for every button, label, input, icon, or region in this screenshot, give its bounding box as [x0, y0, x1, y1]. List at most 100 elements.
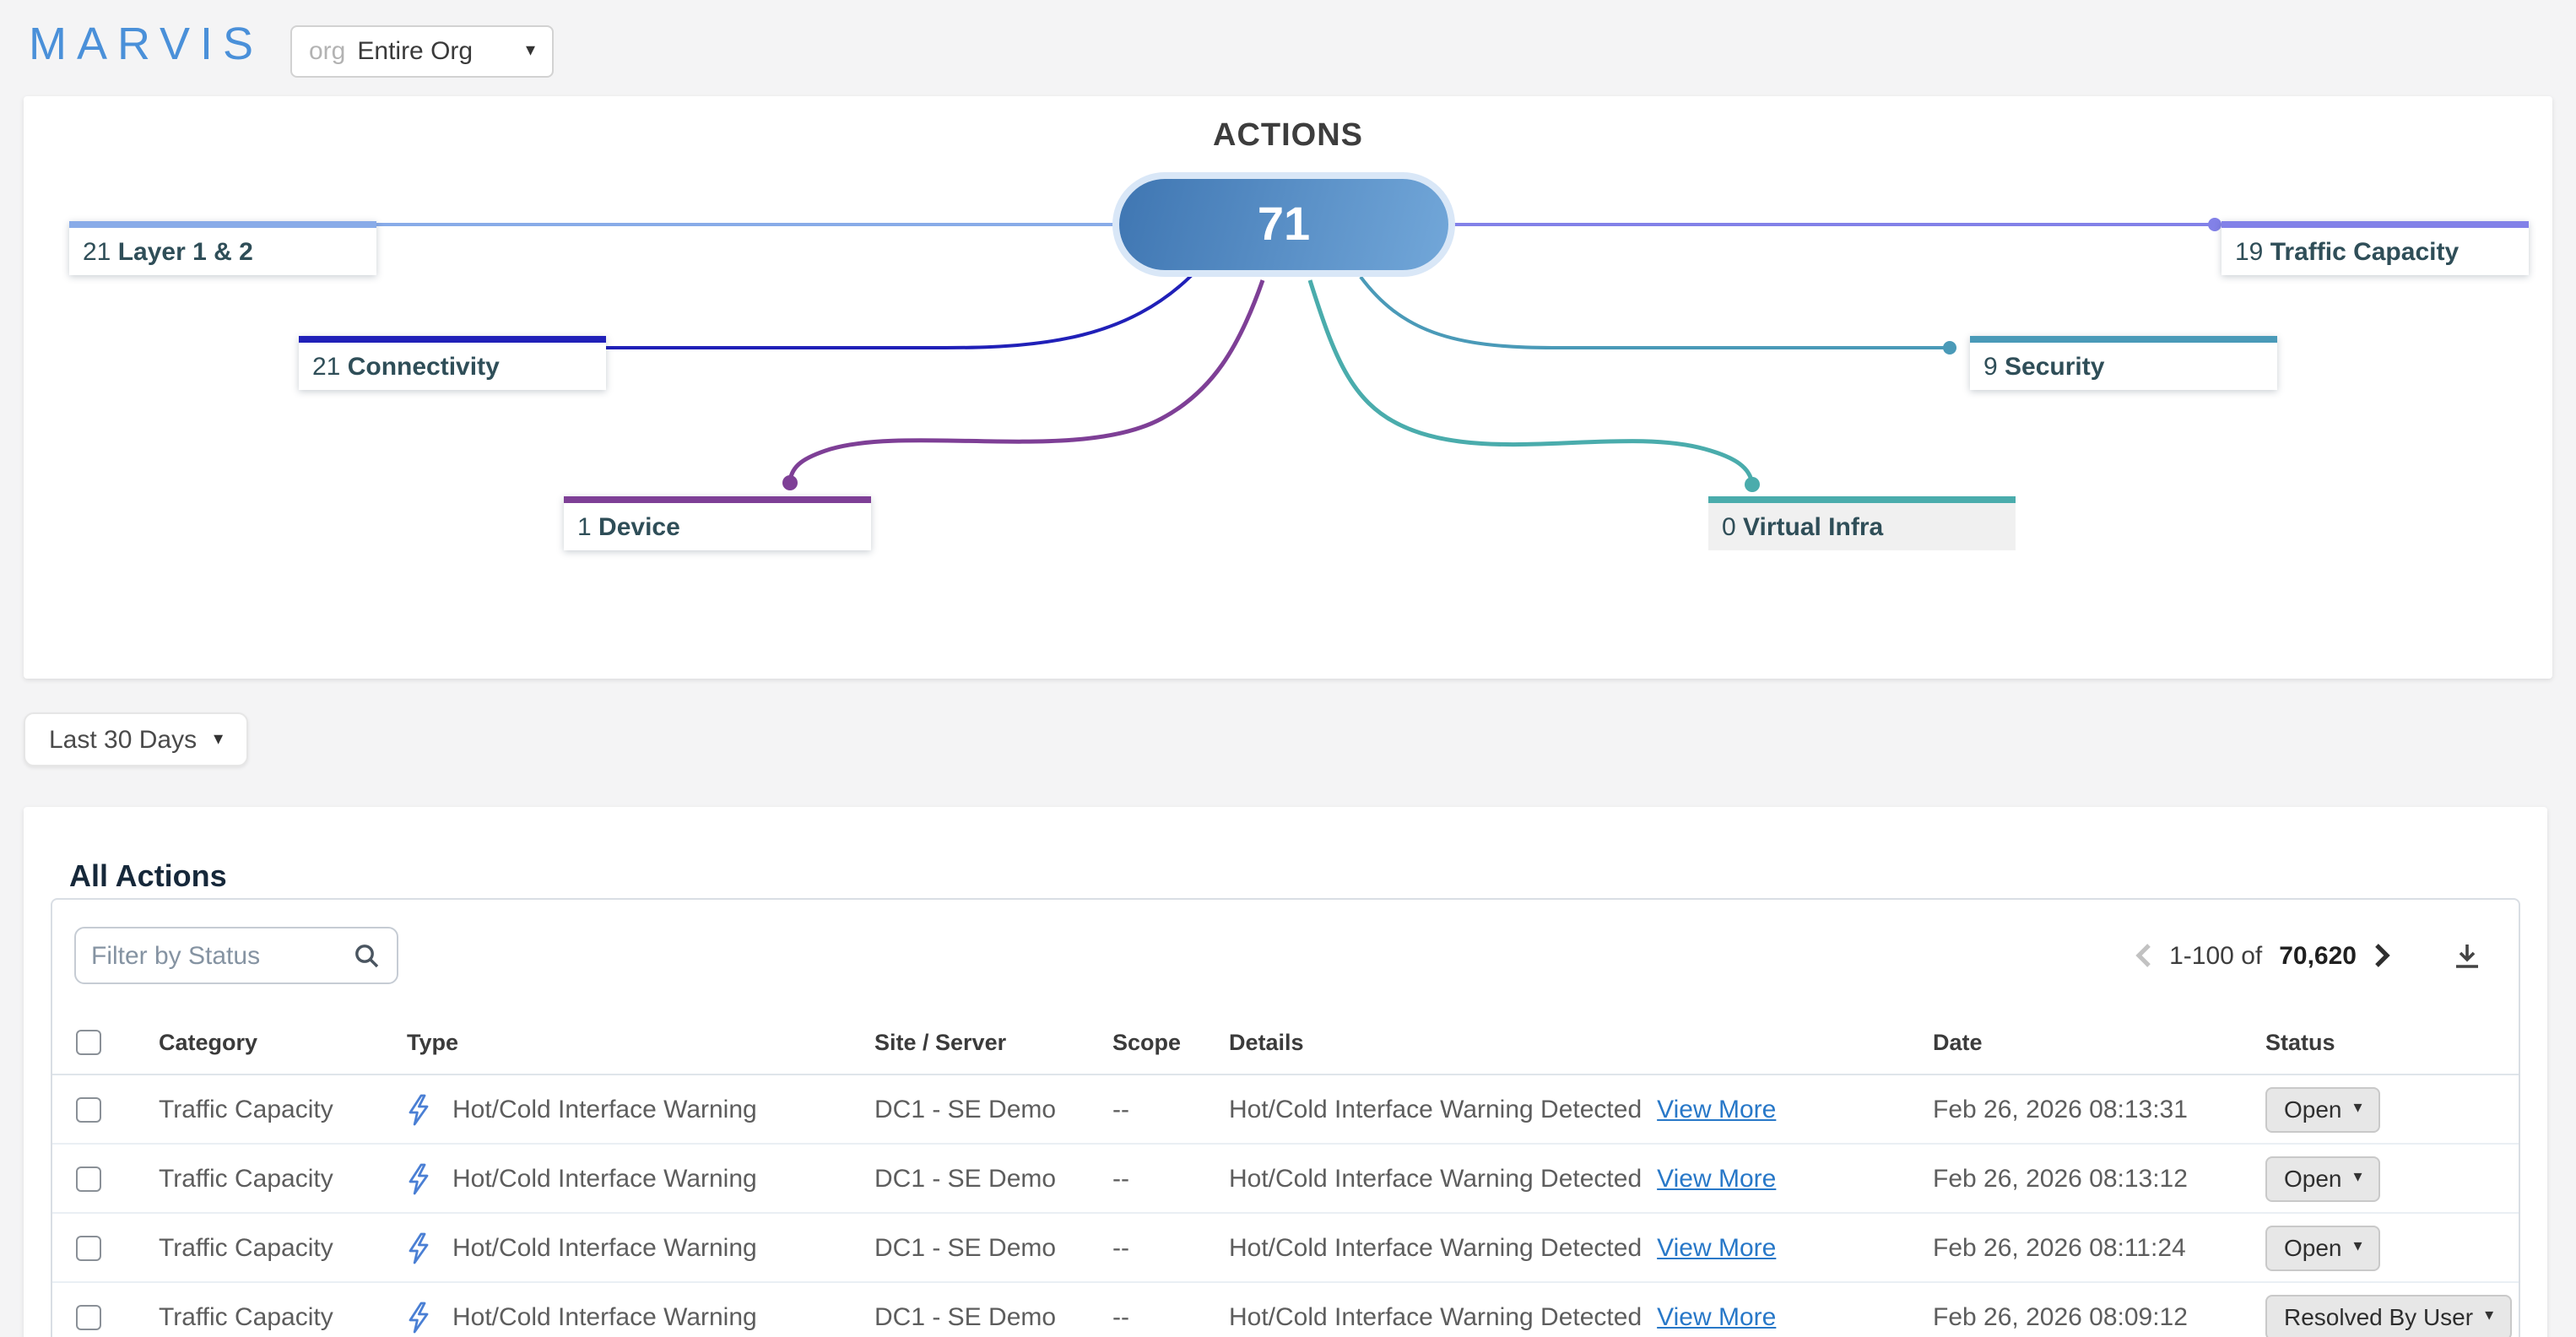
node-security[interactable]: 9 Security: [1970, 336, 2277, 390]
node-device[interactable]: 1 Device: [564, 496, 871, 550]
page-title: All Actions: [69, 859, 227, 893]
cell-date: Feb 26, 2026 08:09:12: [1933, 1302, 2188, 1331]
node-count: 0: [1722, 513, 1736, 542]
cell-date: Feb 26, 2026 08:11:24: [1933, 1233, 2186, 1262]
node-count: 21: [83, 238, 111, 267]
cell-site-server: DC1 - SE Demo: [874, 1095, 1057, 1123]
actions-table: 1-100 of 70,620 Category Type Site: [51, 898, 2520, 1337]
view-more-link[interactable]: View More: [1657, 1095, 1777, 1123]
time-range-dropdown[interactable]: Last 30 Days ▾: [24, 712, 249, 766]
pagination-range: 1-100 of: [2169, 941, 2263, 970]
actions-total-node[interactable]: 71: [1112, 172, 1455, 277]
row-checkbox[interactable]: [76, 1235, 101, 1260]
cell-type: Hot/Cold Interface Warning: [452, 1233, 757, 1262]
org-scope-dropdown[interactable]: org Entire Org ▾: [290, 25, 554, 78]
node-layer-1-and-2[interactable]: 21 Layer 1 & 2: [69, 221, 376, 275]
table-row: Traffic Capacity Hot/Cold Interface Warn…: [52, 1214, 2519, 1283]
node-label: Security: [2005, 353, 2105, 382]
row-checkbox[interactable]: [76, 1096, 101, 1122]
cell-date: Feb 26, 2026 08:13:31: [1933, 1095, 2188, 1123]
lightning-bolt-icon: [407, 1231, 430, 1264]
column-header-scope: Scope: [1112, 1030, 1182, 1055]
view-more-link[interactable]: View More: [1657, 1302, 1777, 1331]
cell-category: Traffic Capacity: [159, 1164, 333, 1193]
chevron-right-icon[interactable]: [2373, 942, 2392, 969]
row-checkbox[interactable]: [76, 1166, 101, 1191]
node-count: 1: [577, 513, 592, 542]
row-checkbox[interactable]: [76, 1304, 101, 1329]
cell-category: Traffic Capacity: [159, 1233, 333, 1262]
view-more-link[interactable]: View More: [1657, 1164, 1777, 1193]
top-bar: MARVIS org Entire Org ▾: [0, 0, 2576, 96]
table-row: Traffic Capacity Hot/Cold Interface Warn…: [52, 1145, 2519, 1214]
node-traffic-capacity[interactable]: 19 Traffic Capacity: [2222, 221, 2529, 275]
cell-type: Hot/Cold Interface Warning: [452, 1095, 757, 1123]
cell-category: Traffic Capacity: [159, 1302, 333, 1331]
graph-edges: [375, 218, 2222, 492]
status-value: Resolved By User: [2284, 1303, 2474, 1330]
chevron-down-icon: ▾: [525, 41, 535, 61]
cell-details: Hot/Cold Interface Warning Detected: [1229, 1095, 1642, 1123]
cell-scope: --: [1112, 1164, 1129, 1193]
column-header-date: Date: [1933, 1030, 1983, 1055]
filter-status-input[interactable]: [91, 941, 353, 970]
node-label: Virtual Infra: [1743, 513, 1884, 542]
node-label: Traffic Capacity: [2270, 238, 2460, 267]
chevron-left-icon[interactable]: [2134, 942, 2152, 969]
node-label: Layer 1 & 2: [117, 238, 253, 267]
node-virtual-infra[interactable]: 0 Virtual Infra: [1708, 496, 2016, 550]
cell-scope: --: [1112, 1233, 1129, 1262]
pagination-total: 70,620: [2279, 941, 2357, 970]
filter-status-box: [74, 927, 398, 984]
column-header-status: Status: [2265, 1030, 2335, 1055]
cell-scope: --: [1112, 1302, 1129, 1331]
lightning-bolt-icon: [407, 1162, 430, 1194]
caret-down-icon: ▾: [2485, 1307, 2494, 1325]
download-icon[interactable]: [2453, 941, 2481, 970]
actions-title: ACTIONS: [1213, 118, 1363, 154]
cell-type: Hot/Cold Interface Warning: [452, 1302, 757, 1331]
node-count: 19: [2235, 238, 2264, 267]
cell-scope: --: [1112, 1095, 1129, 1123]
cell-site-server: DC1 - SE Demo: [874, 1302, 1057, 1331]
cell-date: Feb 26, 2026 08:13:12: [1933, 1164, 2188, 1193]
org-scope-label: org: [309, 37, 346, 66]
column-header-site-server: Site / Server: [874, 1030, 1007, 1055]
view-more-link[interactable]: View More: [1657, 1233, 1777, 1262]
status-dropdown[interactable]: Open ▾: [2265, 1156, 2381, 1201]
status-value: Open: [2284, 1096, 2342, 1123]
node-count: 9: [1983, 353, 1998, 382]
caret-down-icon: ▾: [2353, 1237, 2362, 1256]
table-row: Traffic Capacity Hot/Cold Interface Warn…: [52, 1075, 2519, 1145]
node-count: 21: [312, 353, 341, 382]
caret-down-icon: ▾: [2353, 1099, 2362, 1118]
table-row: Traffic Capacity Hot/Cold Interface Warn…: [52, 1283, 2519, 1337]
node-label: Connectivity: [347, 353, 500, 382]
cell-details: Hot/Cold Interface Warning Detected: [1229, 1302, 1642, 1331]
all-actions-panel: All Actions 1-100 of: [24, 807, 2547, 1337]
node-connectivity[interactable]: 21 Connectivity: [299, 336, 606, 390]
pagination: 1-100 of 70,620: [2134, 941, 2481, 970]
status-dropdown[interactable]: Open ▾: [2265, 1225, 2381, 1270]
table-toolbar: 1-100 of 70,620: [52, 900, 2519, 1011]
caret-down-icon: ▾: [2353, 1168, 2362, 1187]
cell-category: Traffic Capacity: [159, 1095, 333, 1123]
actions-graph-panel: ACTIONS 71 21 Layer 1 & 2 21 Connectivit…: [24, 96, 2552, 679]
select-all-checkbox[interactable]: [76, 1030, 101, 1055]
status-dropdown[interactable]: Resolved By User ▾: [2265, 1294, 2513, 1337]
cell-type: Hot/Cold Interface Warning: [452, 1164, 757, 1193]
search-icon[interactable]: [353, 941, 382, 970]
status-dropdown[interactable]: Open ▾: [2265, 1086, 2381, 1132]
time-range-value: Last 30 Days: [49, 725, 198, 754]
cell-site-server: DC1 - SE Demo: [874, 1164, 1057, 1193]
lightning-bolt-icon: [407, 1301, 430, 1333]
column-header-category: Category: [159, 1030, 258, 1055]
node-label: Device: [598, 513, 680, 542]
column-header-details: Details: [1229, 1030, 1304, 1055]
status-value: Open: [2284, 1165, 2342, 1192]
lightning-bolt-icon: [407, 1093, 430, 1125]
marvis-logo: MARVIS: [29, 19, 264, 69]
status-value: Open: [2284, 1234, 2342, 1261]
table-header-row: Category Type Site / Server Scope Detail…: [52, 1011, 2519, 1075]
